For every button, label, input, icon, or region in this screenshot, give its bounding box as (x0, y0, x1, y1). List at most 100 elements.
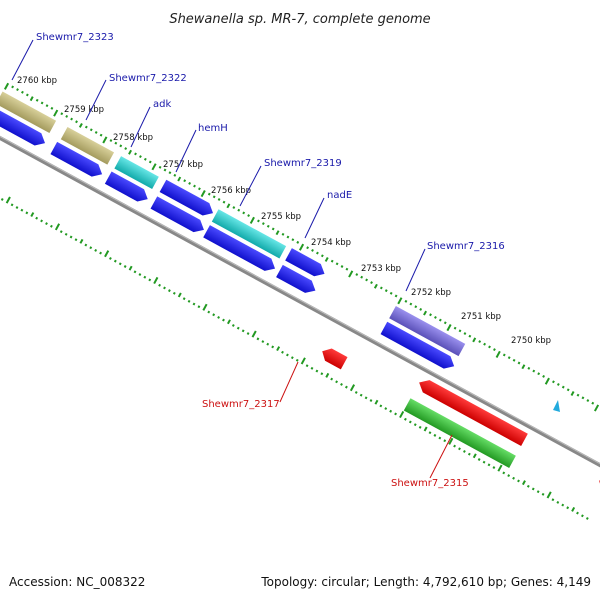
minor-tick (226, 203, 231, 209)
minor-tick (158, 283, 161, 287)
minor-tick (118, 262, 122, 266)
major-tick (3, 82, 10, 90)
gene-shewmr7-2315-cds[interactable] (416, 376, 528, 447)
major-tick (202, 303, 208, 311)
minor-tick (370, 281, 373, 285)
minor-tick (453, 444, 456, 448)
major-tick (102, 136, 108, 144)
gene-label-shewmr7-2315[interactable]: Shewmr7_2315 (391, 478, 469, 489)
gene-shewmr7-2316-feature[interactable] (389, 306, 466, 357)
gene-nade-upper-cds[interactable] (285, 248, 328, 280)
gene-label-shewmr7-2323[interactable]: Shewmr7_2323 (36, 32, 114, 43)
minor-tick (591, 401, 595, 405)
ruler-label: 2752 kbp (411, 288, 451, 298)
minor-tick (21, 90, 24, 94)
minor-tick (586, 399, 590, 402)
gene-label-shewmr7-2322[interactable]: Shewmr7_2322 (109, 73, 187, 84)
gene-shewmr7-2322-feature[interactable] (60, 126, 115, 165)
gene-shewmr7-2319-feature[interactable] (211, 209, 287, 259)
minor-tick (566, 506, 570, 510)
minor-tick (443, 321, 447, 325)
minor-tick (463, 450, 466, 453)
gene-shewmr7-2323-cds[interactable] (0, 107, 48, 149)
gene-shewmr7-2316-cds[interactable] (380, 321, 458, 373)
major-tick (349, 384, 356, 392)
ruler-label: 2753 kbp (361, 264, 401, 274)
ruler-label: 2759 kbp (64, 105, 104, 115)
minor-tick (237, 208, 241, 212)
minor-tick (113, 259, 117, 263)
major-tick (151, 163, 157, 171)
minor-tick (182, 297, 186, 301)
minor-tick (11, 85, 15, 89)
minor-tick (65, 114, 69, 118)
gene-label-shewmr7-2319[interactable]: Shewmr7_2319 (264, 158, 342, 169)
minor-tick (109, 139, 113, 142)
gene-hemh-cds[interactable] (150, 196, 208, 236)
map-title: Shewanella sp. MR-7, complete genome (169, 12, 430, 27)
genome-backbone (0, 126, 600, 475)
gene-shewmr7-2322-cds[interactable] (50, 141, 105, 181)
minor-tick (414, 305, 418, 309)
gene-label-nade[interactable]: nadE (327, 190, 352, 201)
gene-label-shewmr7-2317[interactable]: Shewmr7_2317 (202, 399, 280, 410)
gene-edge-reverse-cds[interactable] (596, 474, 600, 498)
minor-tick (502, 353, 506, 357)
gene-shewmr7-2319-cds[interactable] (203, 225, 278, 275)
minor-tick (330, 259, 334, 263)
backbone-highlight (0, 126, 600, 473)
gene-shewmr7-2315-feature[interactable] (403, 398, 516, 468)
gene-adk-feature[interactable] (114, 156, 159, 190)
minor-tick (187, 299, 191, 303)
minor-tick (493, 348, 496, 352)
gene-label-hemh[interactable]: hemH (198, 123, 228, 134)
minor-tick (340, 382, 343, 386)
minor-tick (172, 291, 176, 295)
gene-label-adk[interactable]: adk (153, 99, 171, 110)
minor-tick (296, 240, 300, 244)
minor-tick (212, 313, 216, 317)
minor-tick (35, 98, 39, 102)
gene-shewmr7-2323-feature[interactable] (0, 91, 57, 134)
feature-row-reverse (319, 345, 600, 498)
minor-tick (168, 289, 171, 293)
minor-tick (177, 292, 182, 298)
minor-tick (354, 391, 358, 394)
feature-row-outer (0, 91, 466, 357)
outer-tick-track (3, 82, 600, 412)
gene-nade-cds[interactable] (276, 264, 319, 297)
minor-tick (163, 168, 167, 172)
minor-tick (59, 230, 63, 234)
label-leaders (11, 39, 453, 479)
minor-tick (20, 208, 24, 212)
minor-tick (177, 176, 182, 182)
minor-tick (438, 436, 442, 440)
minor-tick (45, 104, 49, 108)
minor-tick (197, 305, 201, 309)
minor-tick (394, 412, 397, 416)
minor-tick (207, 310, 211, 314)
minor-tick (502, 471, 506, 475)
minor-tick (360, 275, 364, 279)
gene-hemh-upper-cds[interactable] (159, 179, 217, 220)
minor-tick (458, 447, 461, 451)
minor-tick (453, 326, 457, 330)
minor-tick (64, 232, 68, 236)
feature-row-forward-upper (159, 179, 328, 280)
gene-adk-cds[interactable] (104, 171, 151, 205)
ruler-label: 2750 kbp (511, 336, 551, 346)
minor-tick (143, 275, 147, 279)
major-tick (54, 223, 61, 231)
minor-tick (257, 219, 260, 223)
gene-shewmr7-2317-cds[interactable] (319, 345, 348, 370)
minor-tick (552, 380, 555, 384)
minor-tick (305, 364, 309, 368)
minor-tick (222, 200, 226, 204)
minor-tick (69, 235, 73, 239)
minor-tick (487, 463, 491, 467)
ruler-label: 2760 kbp (17, 76, 57, 86)
minor-tick (434, 315, 437, 319)
minor-tick (310, 366, 314, 370)
minor-tick (40, 219, 43, 223)
gene-label-shewmr7-2316[interactable]: Shewmr7_2316 (427, 241, 505, 252)
